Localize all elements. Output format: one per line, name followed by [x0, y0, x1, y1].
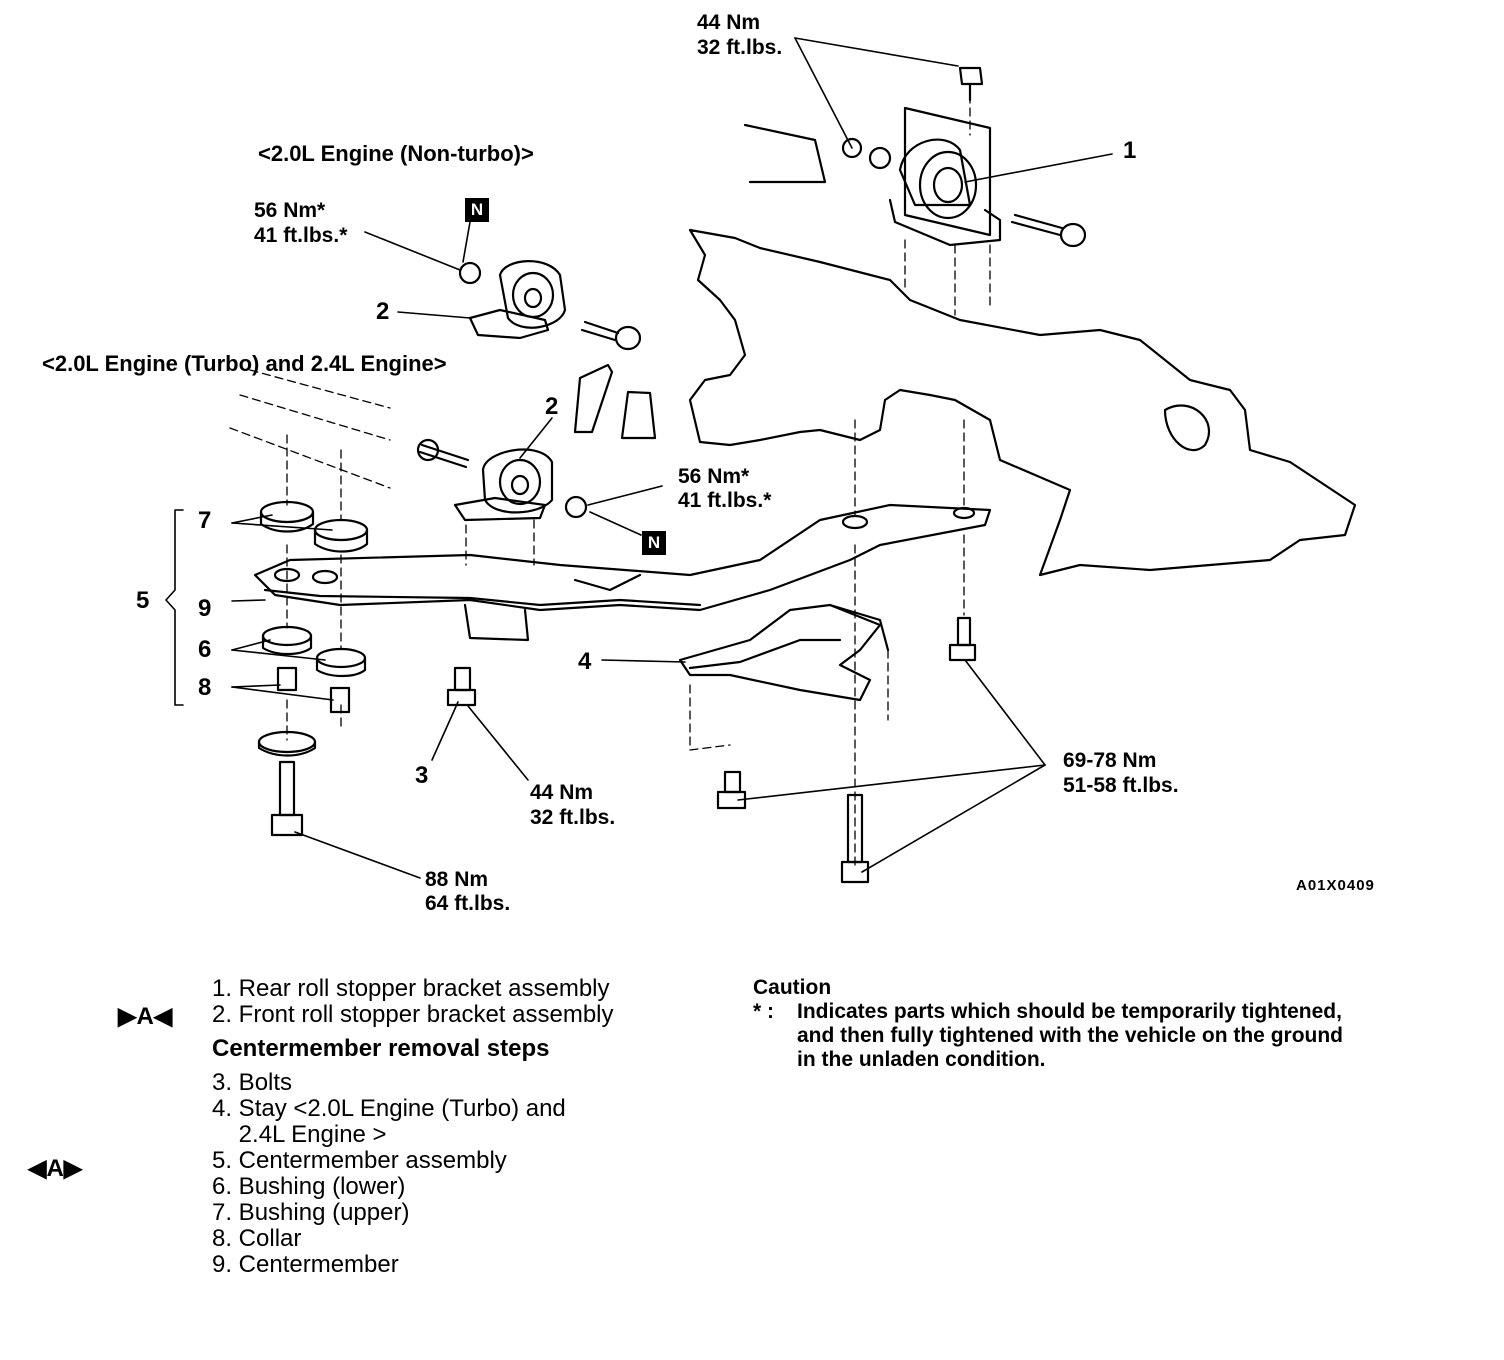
legend-item: 2. Front roll stopper bracket assembly	[212, 1001, 614, 1028]
torque-rear-nm: 88 Nm	[425, 868, 489, 891]
exploded-diagram	[165, 37, 1357, 884]
torque-nonturbo-nm: 56 Nm*	[254, 199, 326, 222]
torque-turbo-nm: 56 Nm*	[678, 465, 750, 488]
callout-7: 7	[198, 507, 212, 534]
rear-roll-stopper-bracket	[841, 66, 1087, 248]
legend-item: 8. Collar	[212, 1225, 302, 1252]
caution-line: Indicates parts which should be temporar…	[797, 1000, 1342, 1023]
figure-id: A01X0409	[1296, 877, 1375, 894]
torque-bolt3-nm: 44 Nm	[530, 781, 594, 804]
leader-lines	[165, 37, 1113, 879]
callout-3: 3	[415, 762, 429, 789]
legend-item: 4. Stay <2.0L Engine (Turbo) and	[212, 1095, 566, 1122]
heading-turbo: <2.0L Engine (Turbo) and 2.4L Engine>	[42, 351, 447, 376]
callout-6: 6	[198, 636, 212, 663]
callout-4: 4	[578, 648, 592, 675]
front-roll-stopper-bracket-nonturbo	[458, 260, 657, 440]
callout-8: 8	[198, 674, 212, 701]
torque-top-ft: 32 ft.lbs.	[697, 36, 783, 59]
legend-item: 6. Bushing (lower)	[212, 1173, 406, 1200]
caution-line: and then fully tightened with the vehicl…	[797, 1024, 1343, 1047]
callout-9: 9	[198, 595, 212, 622]
caution-title: Caution	[753, 976, 832, 999]
caution-note: Caution * : Indicates parts which should…	[753, 976, 1443, 1072]
service-marker-a-remove: ◀A▶	[28, 1155, 83, 1182]
torque-stay-ft: 51-58 ft.lbs.	[1063, 774, 1179, 797]
heading-nonturbo: <2.0L Engine (Non-turbo)>	[258, 141, 534, 166]
legend-item: 9. Centermember	[212, 1251, 399, 1278]
new-part-badge: N	[465, 198, 489, 222]
torque-top-nm: 44 Nm	[697, 11, 761, 34]
legend-item: 2.4L Engine >	[212, 1121, 387, 1148]
torque-nonturbo-ft: 41 ft.lbs.*	[254, 224, 348, 247]
stay	[678, 603, 890, 884]
caution-line: in the unladen condition.	[797, 1048, 1046, 1071]
legend-item: 3. Bolts	[212, 1069, 293, 1096]
callout-1: 1	[1123, 137, 1137, 164]
centermember	[253, 503, 992, 642]
torque-turbo-ft: 41 ft.lbs.*	[678, 489, 772, 512]
callout-2: 2	[376, 298, 390, 325]
legend-item: 1. Rear roll stopper bracket assembly	[212, 975, 610, 1002]
parts-legend: 1. Rear roll stopper bracket assembly 2.…	[212, 976, 614, 1278]
torque-rear-ft: 64 ft.lbs.	[425, 892, 511, 915]
vehicle-body-outline	[688, 123, 1357, 577]
bushings-and-collars	[257, 500, 977, 837]
assembly-axes	[229, 94, 991, 871]
legend-heading: Centermember removal steps	[212, 1035, 550, 1062]
caution-marker: * :	[753, 1000, 774, 1023]
new-part-badge: N	[642, 531, 666, 555]
service-marker-a-install: ▶A◀	[118, 1003, 173, 1030]
callout-2: 2	[545, 393, 559, 420]
legend-item: 7. Bushing (upper)	[212, 1199, 410, 1226]
front-roll-stopper-bracket-turbo	[416, 438, 588, 522]
torque-stay-nm: 69-78 Nm	[1063, 749, 1157, 772]
legend-item: 5. Centermember assembly	[212, 1147, 507, 1174]
callout-5: 5	[136, 587, 150, 614]
torque-bolt3-ft: 32 ft.lbs.	[530, 806, 616, 829]
